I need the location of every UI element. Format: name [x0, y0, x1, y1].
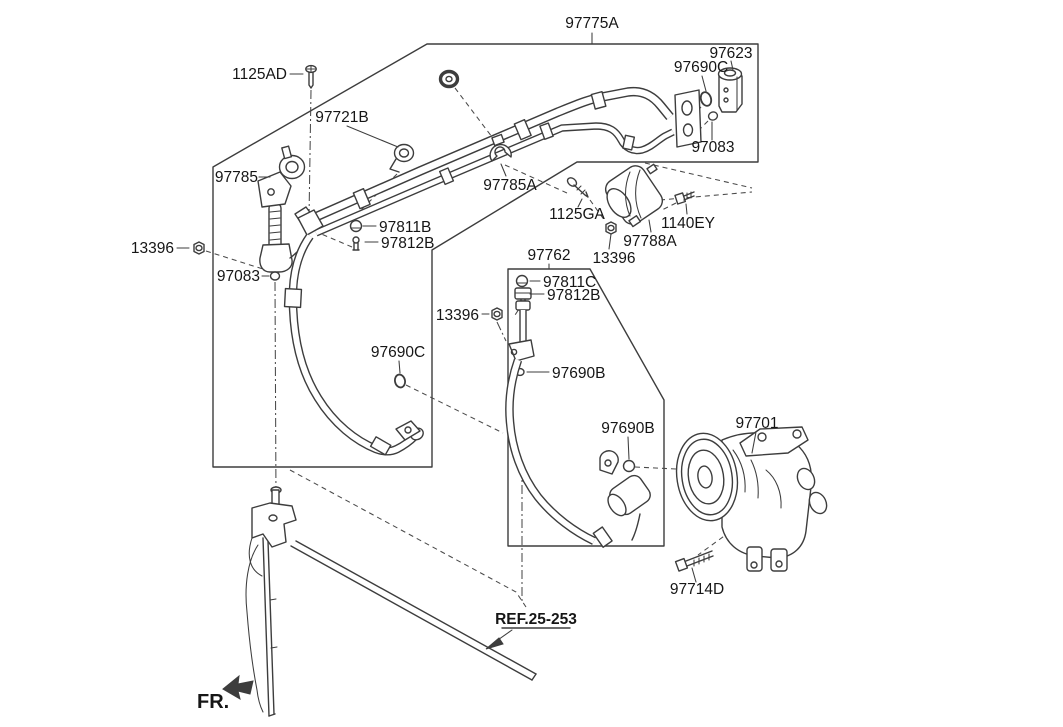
label-97775a: 97775A	[565, 15, 619, 32]
bolt-1140ey-icon	[674, 191, 695, 205]
part-labels: 97775A 1125AD 97721B 97785 97785A 1125GA…	[131, 15, 779, 713]
valve-cover-icon	[604, 163, 664, 228]
nut-13396-left-icon	[193, 241, 205, 255]
oring-97690c-mid-icon	[394, 373, 406, 389]
label-leader-lines	[176, 32, 757, 629]
ref-arrow	[485, 629, 513, 650]
label-97690c-mid: 97690C	[371, 344, 425, 361]
bracket-97785-icon	[257, 145, 306, 208]
label-97690b-1: 97690B	[552, 365, 605, 382]
label-97714d: 97714D	[670, 581, 724, 598]
oring-97690c-top-icon	[699, 91, 713, 107]
screw-1125ad-icon	[305, 64, 317, 89]
label-97812b-top: 97812B	[381, 235, 434, 252]
label-97623: 97623	[709, 45, 752, 62]
bolt-97714d-icon	[674, 550, 714, 572]
label-13396-right: 13396	[436, 307, 479, 324]
label-97811b: 97811B	[379, 219, 431, 236]
expansion-valve-icon	[717, 67, 743, 113]
condenser-icon	[245, 486, 537, 717]
clamp-97721b-icon	[389, 143, 415, 173]
cap-97811b-icon	[349, 219, 363, 233]
label-97690c-top: 97690C	[674, 59, 728, 76]
clamp-97785a-icon	[489, 133, 512, 162]
label-97701: 97701	[735, 415, 778, 432]
suction-tube-pipe	[505, 287, 651, 548]
label-13396-mid: 13396	[592, 250, 635, 267]
tube-end-fittings	[259, 203, 324, 273]
label-1125ad: 1125AD	[232, 66, 287, 83]
label-1140ey: 1140EY	[661, 215, 715, 232]
label-97690b-2: 97690B	[601, 420, 654, 437]
label-97083-right: 97083	[691, 139, 734, 156]
label-97083-left: 97083	[217, 268, 260, 285]
oring-97083-left-icon	[269, 271, 281, 281]
label-97762: 97762	[527, 247, 570, 264]
label-condenser-ref: REF.25-253	[495, 611, 577, 628]
label-97785a: 97785A	[483, 177, 537, 194]
grommet-icon	[438, 69, 460, 89]
label-97721b: 97721B	[315, 109, 368, 126]
centerlines	[274, 89, 523, 602]
label-97785: 97785	[215, 169, 258, 186]
left-suction-hose	[283, 233, 424, 456]
label-97812b-bottom: 97812B	[547, 287, 600, 304]
oring-97690b-circle-icon	[622, 459, 636, 473]
front-direction-arrow-icon	[222, 674, 254, 701]
cap-97811c-icon	[515, 274, 529, 288]
label-13396-left: 13396	[131, 240, 174, 257]
compressor-icon	[675, 426, 828, 572]
screw-1125ga-icon	[566, 177, 589, 198]
suction-tube-boundary-box	[507, 268, 665, 547]
tube-assembly-boundary-box	[212, 43, 759, 468]
oring-97083-top-icon	[707, 111, 719, 121]
label-1125ga: 1125GA	[549, 206, 605, 223]
nut-13396-mid-icon	[605, 221, 617, 235]
nut-13396-right-icon	[491, 307, 503, 321]
label-97811c: 97811C	[543, 274, 596, 291]
ac-cooler-line-tubes	[309, 86, 702, 237]
label-97788a: 97788A	[623, 233, 677, 250]
label-fr: FR.	[197, 691, 229, 713]
core-97812b-top-icon	[352, 236, 360, 251]
